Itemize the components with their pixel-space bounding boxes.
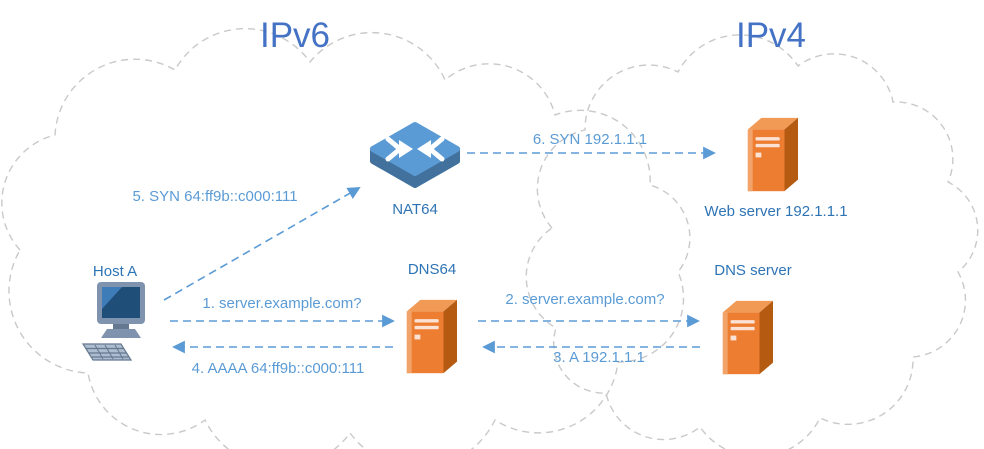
desktop-computer-icon [82,282,146,361]
dns64-label: DNS64 [407,261,457,278]
dns-server-icon [722,300,774,375]
host-a-label: Host A [92,263,138,280]
ipv4-network-title: IPv4 [735,16,807,55]
web-server-icon [747,117,799,192]
web-server-label: Web server 192.1.1.1 [704,203,848,220]
arrow-5-syn-ipv6 [163,187,361,301]
dns-server-label: DNS server [714,262,792,279]
message-1-label: 1. server.example.com? [202,295,362,312]
message-5-label: 5. SYN 64:ff9b::c000:111 [132,188,298,205]
dns64-server-icon [406,299,458,374]
ipv4-cloud [525,34,979,449]
ipv6-cloud [1,28,691,449]
nat64-label: NAT64 [392,201,438,218]
message-4-label: 4. AAAA 64:ff9b::c000:111 [191,360,365,377]
message-6-label: 6. SYN 192.1.1.1 [532,131,648,148]
message-3-label: 3. A 192.1.1.1 [553,349,645,366]
ipv6-network-title: IPv6 [259,16,331,55]
router-icon [373,125,457,185]
message-2-label: 2. server.example.com? [505,291,665,308]
